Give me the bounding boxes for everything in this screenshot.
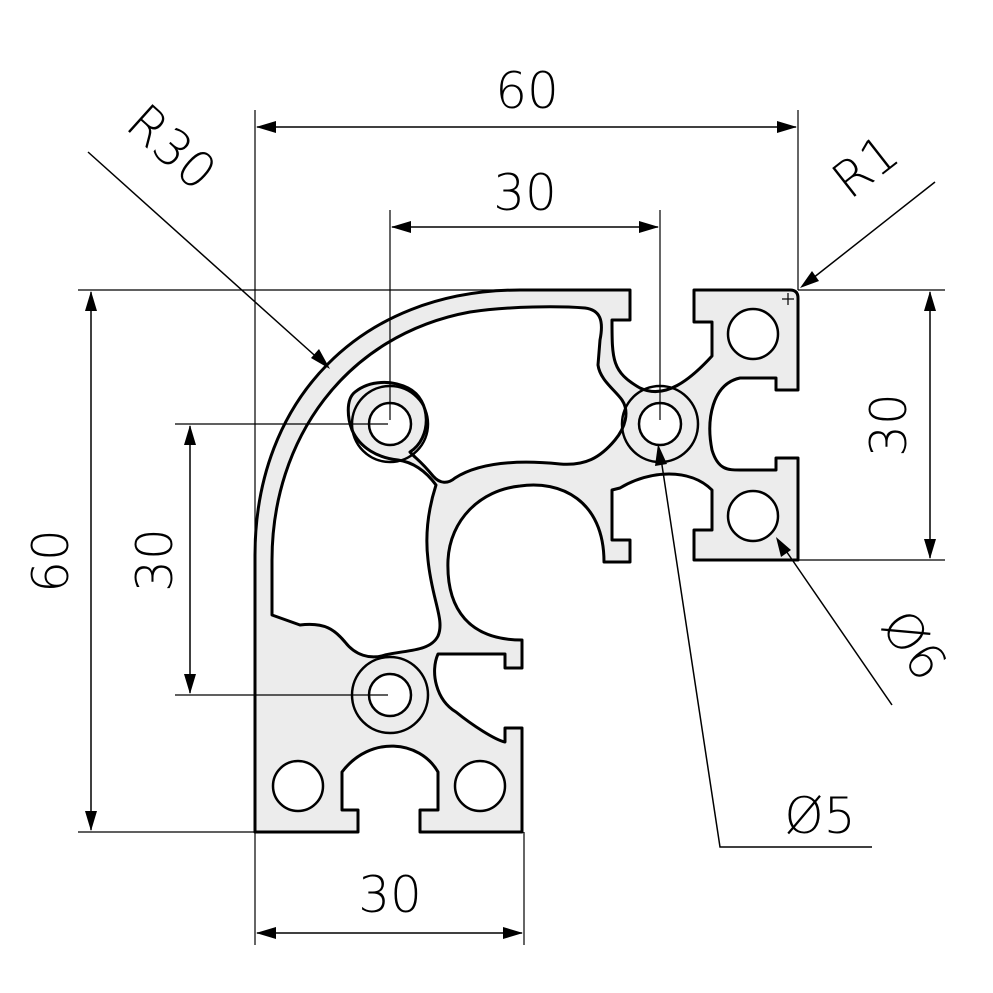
arrow <box>184 674 196 694</box>
arrow <box>85 291 97 311</box>
label-left-60: 60 <box>22 529 80 593</box>
hole-bottom-left <box>271 759 325 813</box>
leader-dia5 <box>659 451 872 848</box>
arrow <box>311 349 330 369</box>
arrow <box>776 537 791 557</box>
arrow <box>256 121 276 133</box>
arrow <box>639 221 659 233</box>
arrow <box>256 927 276 939</box>
hole-right-lower <box>726 489 780 543</box>
leader-r1 <box>807 181 936 283</box>
label-bottom-30: 30 <box>358 866 422 924</box>
leader-dia6 <box>781 544 893 706</box>
arrow <box>924 539 936 559</box>
arrow <box>655 444 667 466</box>
hole-top-right <box>726 307 780 361</box>
leader-r30 <box>87 151 323 363</box>
label-r1: R1 <box>821 123 909 210</box>
label-dia5: Ø5 <box>784 787 855 845</box>
label-top-60: 60 <box>495 62 559 120</box>
label-right-30: 30 <box>860 393 918 457</box>
label-left-30: 30 <box>126 528 184 592</box>
arrow <box>503 927 523 939</box>
label-dia6: Ø6 <box>870 599 958 691</box>
arrow <box>924 291 936 311</box>
arrow <box>800 271 819 288</box>
hole-bottom-right <box>453 759 507 813</box>
arrow <box>777 121 797 133</box>
arrow <box>184 425 196 445</box>
arrow <box>391 221 411 233</box>
arrow <box>85 811 97 831</box>
label-r30: R30 <box>115 93 227 202</box>
label-top-30: 30 <box>493 164 557 222</box>
